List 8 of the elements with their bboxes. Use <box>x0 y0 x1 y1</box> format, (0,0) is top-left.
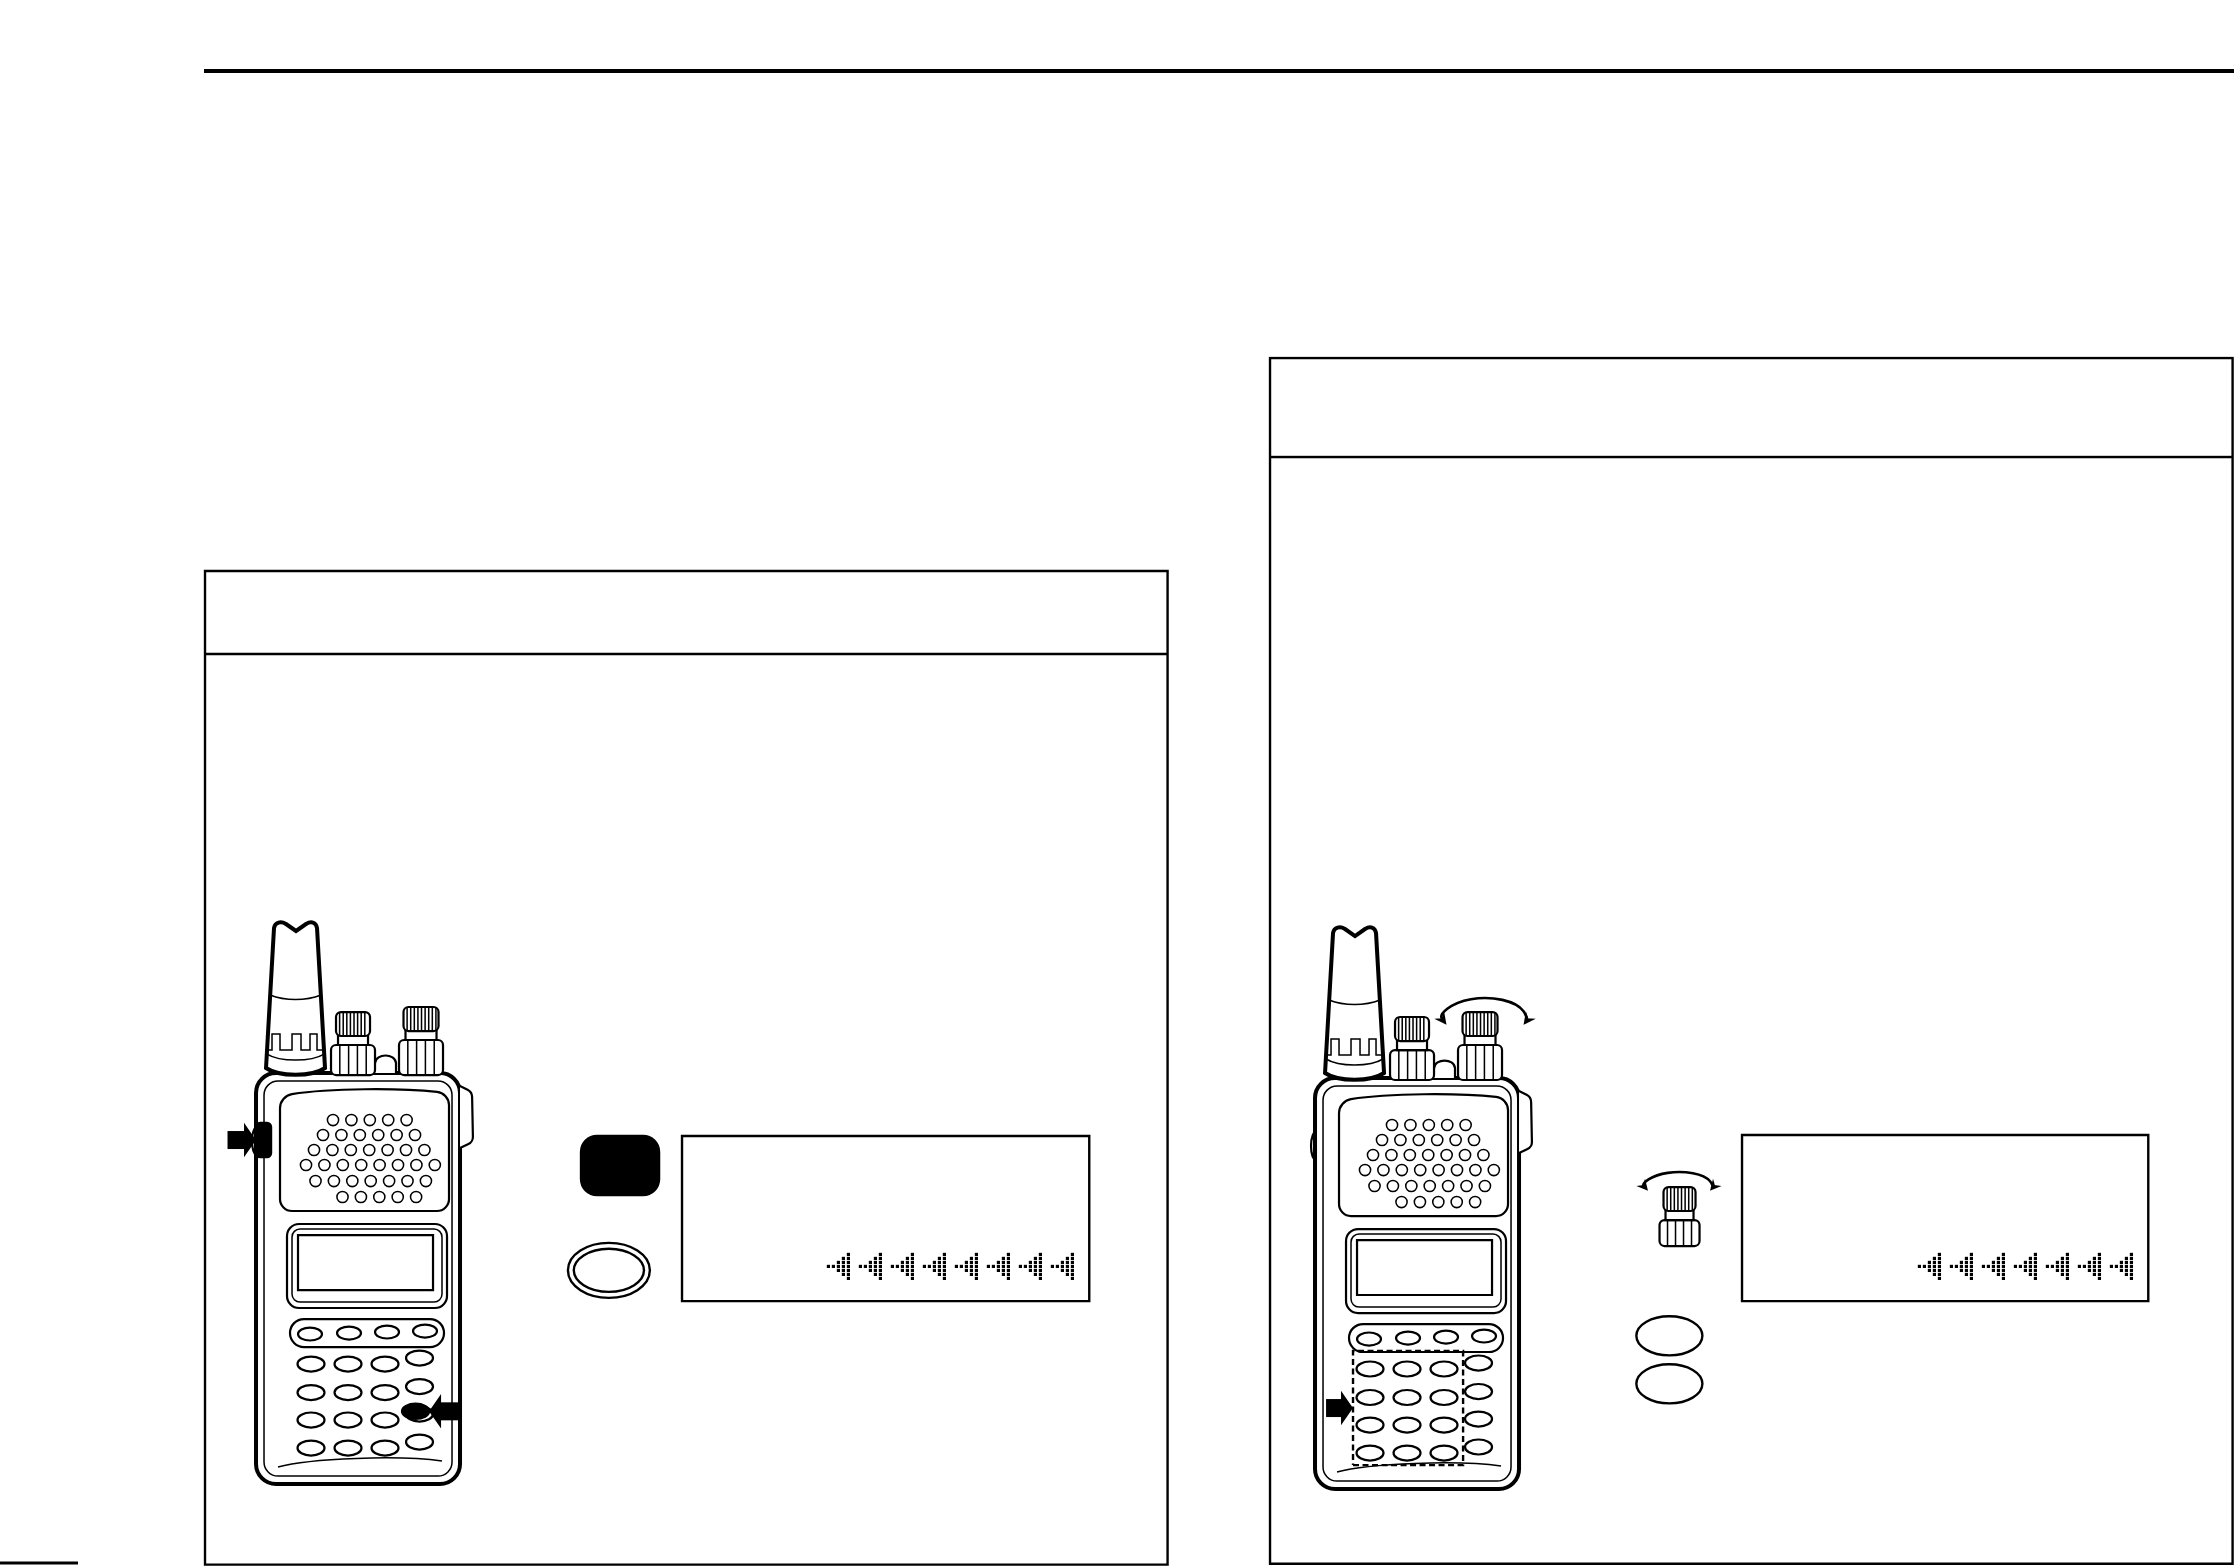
key-icon <box>579 1134 661 1197</box>
lcd-display-box <box>680 1134 1091 1303</box>
panel-box <box>203 569 1169 1566</box>
key-icon <box>566 1241 652 1299</box>
key-icon <box>1635 1363 1704 1405</box>
panel-box <box>1268 356 2234 1565</box>
key-icon <box>1635 1315 1704 1357</box>
lcd-display-box <box>1740 1133 2150 1303</box>
